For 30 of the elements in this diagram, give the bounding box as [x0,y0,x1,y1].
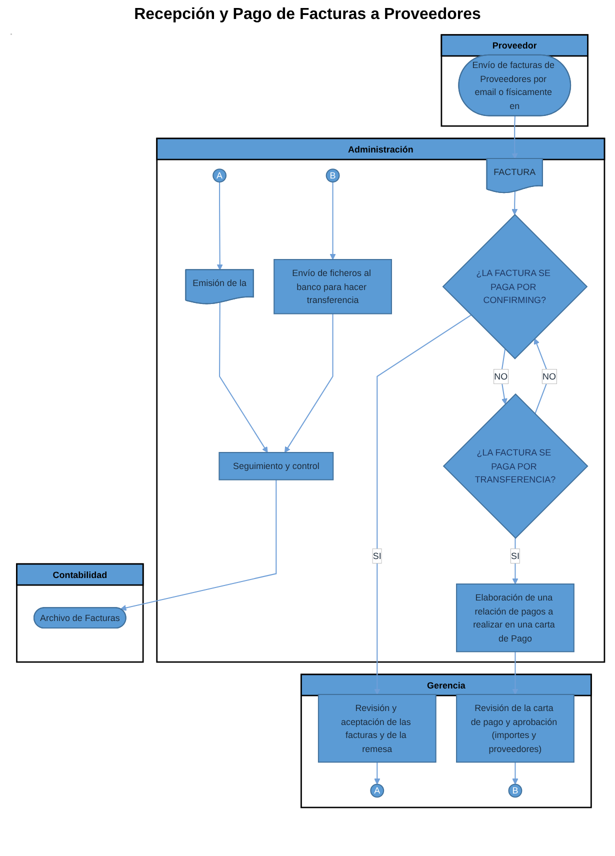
arrow [500,348,508,404]
edge-label: NO [494,371,508,382]
arrow [374,314,472,695]
node-circle: B [508,784,522,798]
node-circle: A [370,784,384,798]
node-circle: B [326,168,340,182]
arrow [512,538,518,584]
node-box: Revisión de la carta de pago y aprobación (importes y proveedores) [456,694,574,763]
edge-label: NO [542,371,556,382]
arrow [512,116,518,160]
node-box: Seguimiento y control [218,452,334,480]
edge-label: SI [372,550,382,561]
diagram-title: Recepción y Pago de Facturas a Proveedores [133,6,482,24]
node-circle: A [212,168,227,182]
arrow [512,652,518,695]
arrow [374,762,380,784]
arrow [534,338,550,414]
node-diamond: ¿LA FACTURA SE PAGA POR TRANSFERENCIA? [442,393,588,539]
node-box: Revisión y aceptación de las facturas y de la remesa [318,694,436,763]
arrow [219,302,268,453]
arrow [284,314,334,453]
arrow [120,480,277,611]
node-box: Elaboración de una relación de pagos a realizar en una carta de Pago [456,584,574,652]
node-box: Envío de ficheros al banco para hacer transferencia [274,259,392,314]
arrow [512,762,518,784]
arrow [330,182,336,260]
arrow [512,192,518,215]
edge-label: SI [510,550,520,561]
node-diamond: ¿LA FACTURA SE PAGA POR CONFIRMING? [442,214,588,360]
arrow [216,182,223,270]
